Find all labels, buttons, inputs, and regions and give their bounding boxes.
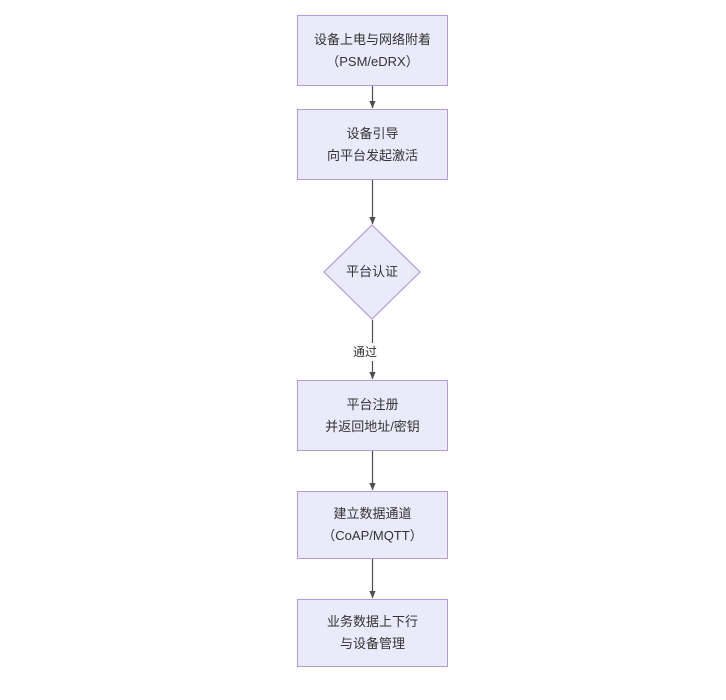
node-bootstrap-line-2: 向平台发起激活 bbox=[326, 147, 418, 163]
node-platform-register-line-1: 平台注册 bbox=[346, 396, 399, 412]
node-power-on[interactable]: 设备上电与网络附着 （PSM/eDRX） bbox=[297, 15, 448, 86]
node-platform-auth[interactable]: 平台认证 bbox=[323, 224, 421, 320]
diamond-shape bbox=[323, 224, 421, 320]
node-data-channel[interactable]: 建立数据通道 （CoAP/MQTT） bbox=[297, 491, 448, 559]
node-platform-auth-label-wrap: 平台认证 bbox=[323, 224, 421, 320]
node-platform-register[interactable]: 平台注册 并返回地址/密钥 bbox=[297, 380, 448, 451]
node-bootstrap-line-1: 设备引导 bbox=[346, 125, 399, 141]
node-platform-register-line-2: 并返回地址/密钥 bbox=[325, 418, 420, 434]
node-bootstrap[interactable]: 设备引导 向平台发起激活 bbox=[297, 109, 448, 180]
node-power-on-line-1: 设备上电与网络附着 bbox=[313, 31, 431, 47]
node-data-exchange-line-2: 与设备管理 bbox=[339, 636, 405, 651]
node-platform-auth-line-1: 平台认证 bbox=[345, 264, 398, 279]
node-data-channel-line-1: 建立数据通道 bbox=[333, 506, 412, 521]
edge-label-pass: 通过 bbox=[351, 343, 380, 361]
node-data-exchange-line-1: 业务数据上下行 bbox=[326, 614, 418, 629]
node-data-channel-line-2: （CoAP/MQTT） bbox=[322, 528, 423, 543]
node-data-exchange[interactable]: 业务数据上下行 与设备管理 bbox=[297, 599, 448, 667]
node-power-on-line-2: （PSM/eDRX） bbox=[326, 53, 419, 69]
